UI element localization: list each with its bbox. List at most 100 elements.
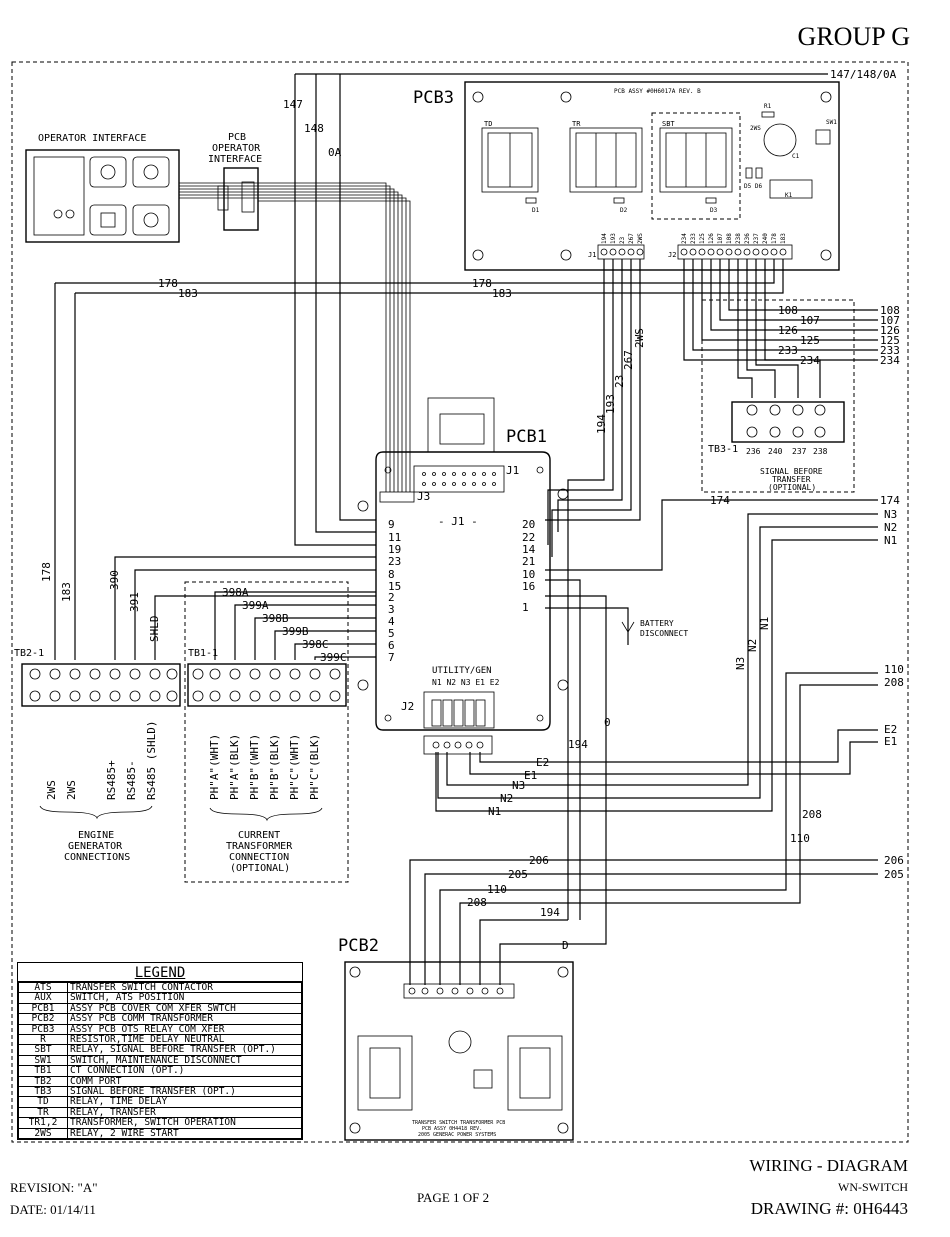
tb3-optional-box [701, 299, 855, 493]
svg-text:399C: 399C [320, 651, 347, 664]
svg-text:BATTERY: BATTERY [640, 619, 674, 628]
tb3-terminal-label: 237 [792, 447, 807, 456]
svg-text:194: 194 [540, 906, 560, 919]
tb1-terminal-label: PH"B"(WHT) [248, 734, 261, 800]
wire-n1 [435, 539, 878, 812]
svg-text:J2: J2 [668, 251, 676, 259]
legend-code: TB2 [18, 1075, 68, 1088]
wire-label-0a: 0A [328, 146, 342, 159]
svg-text:110: 110 [487, 883, 507, 896]
svg-text:N1: N1 [884, 534, 897, 547]
svg-text:194: 194 [595, 414, 608, 434]
switch-sw1 [815, 129, 831, 145]
pcb3-j2-pin-label: 237 [753, 233, 760, 244]
wire-194 [479, 919, 568, 985]
legend-description: SIGNAL BEFORE TRANSFER (OPT.) [67, 1086, 302, 1098]
svg-text:TRANSFER SWITCH TRANSFORMER PC: TRANSFER SWITCH TRANSFORMER PCB [412, 1120, 505, 1126]
pcb3-j1-pin-label: 2WS [637, 233, 644, 244]
tb1-terminals [192, 668, 341, 702]
wire-0-d [499, 595, 607, 985]
legend-code: 2WS [18, 1127, 68, 1140]
legend-code: TD [18, 1096, 68, 1108]
svg-text:2WS: 2WS [750, 125, 761, 132]
pcb1-j1-header-pins [422, 472, 496, 486]
pcb2-label: PCB2 [338, 936, 379, 956]
svg-text:D2: D2 [620, 207, 628, 214]
tb2-terminal-label: 2WS [65, 780, 78, 800]
legend-code: TR [18, 1106, 68, 1119]
relay-tr: TR D2 [569, 120, 643, 214]
pcb1-left-pin-label: 5 [388, 627, 395, 640]
legend-code: PCB3 [18, 1023, 68, 1036]
svg-text:193: 193 [604, 394, 617, 414]
svg-text:398A: 398A [222, 586, 249, 599]
pcb1-right-pin-label: 20 [522, 518, 535, 531]
svg-text:J1: J1 [588, 251, 596, 259]
legend-description: RELAY, TIME DELAY [67, 1096, 302, 1108]
group-title: GROUP G [797, 22, 910, 51]
pcb3-j2-pin-label: 107 [717, 233, 724, 244]
svg-text:DISCONNECT: DISCONNECT [640, 629, 688, 638]
svg-text:N1 N2 N3 E1 E2: N1 N2 N3 E1 E2 [432, 678, 500, 687]
engine-brace [39, 805, 153, 820]
wire-147 [294, 74, 376, 546]
pcb1-label: PCB1 [506, 427, 547, 447]
tb2-terminal-label: 2WS [45, 780, 58, 800]
pcb1-left-pin-label: 3 [388, 603, 395, 616]
svg-text:174: 174 [710, 494, 730, 507]
pcb3-j1-pin-label: 267 [628, 233, 635, 244]
legend-description: SWITCH, ATS POSITION [67, 992, 302, 1004]
svg-text:N3: N3 [512, 779, 525, 792]
legend-code: AUX [18, 992, 68, 1004]
pcb3-j1-connector [597, 244, 645, 260]
svg-text:GENERATOR: GENERATOR [68, 841, 123, 852]
pcb3-j2-pin-label: 126 [708, 233, 715, 244]
tb1-terminal-label: PH"A"(BLK) [228, 734, 241, 800]
svg-text:399A: 399A [242, 599, 269, 612]
pcb1-left-wires [114, 556, 376, 660]
svg-text:174: 174 [880, 494, 900, 507]
pcb3-j2-wires [683, 259, 878, 398]
svg-text:233: 233 [778, 344, 798, 357]
transformer-tr2 [507, 1035, 563, 1111]
svg-text:234: 234 [800, 354, 820, 367]
svg-text:2005 GENERAC POWER SYSTEMS: 2005 GENERAC POWER SYSTEMS [418, 1132, 496, 1138]
pcb1-left-pin-label: 15 [388, 580, 401, 593]
svg-text:110: 110 [884, 663, 904, 676]
svg-text:D: D [562, 939, 569, 952]
pcb3-j2-pin-label: 234 [681, 233, 688, 244]
svg-text:126: 126 [778, 324, 798, 337]
tb1-terminal-block [187, 663, 347, 707]
svg-text:J3: J3 [417, 490, 430, 503]
svg-text:TB3-1: TB3-1 [708, 444, 738, 455]
legend-description: RELAY, TRANSFER [67, 1106, 302, 1119]
svg-text:CONNECTIONS: CONNECTIONS [64, 852, 130, 863]
sbt-optional-box [651, 112, 741, 220]
svg-text:208: 208 [467, 896, 487, 909]
svg-text:CONNECTION: CONNECTION [229, 852, 289, 863]
legend-description: SWITCH, MAINTENANCE DISCONNECT [67, 1054, 302, 1067]
svg-text:108: 108 [880, 304, 900, 317]
wire-174 [545, 499, 878, 571]
legend-description: TRANSFER SWITCH CONTACTOR [67, 981, 302, 994]
pcb1-j2-plug [423, 735, 493, 755]
svg-text:N3: N3 [734, 657, 747, 670]
operator-button [89, 204, 127, 236]
svg-text:TRANSFER: TRANSFER [772, 475, 811, 484]
operator-button [132, 204, 170, 236]
pcb1-left-pin-label: 11 [388, 531, 401, 544]
svg-text:(OPTIONAL): (OPTIONAL) [230, 863, 290, 874]
pcb1-j1-header [413, 465, 505, 493]
svg-text:205: 205 [884, 868, 904, 881]
pcb3-j1-pins [600, 248, 644, 256]
svg-text:D3: D3 [710, 207, 718, 214]
pcb-op-label-1: PCB [228, 132, 246, 143]
